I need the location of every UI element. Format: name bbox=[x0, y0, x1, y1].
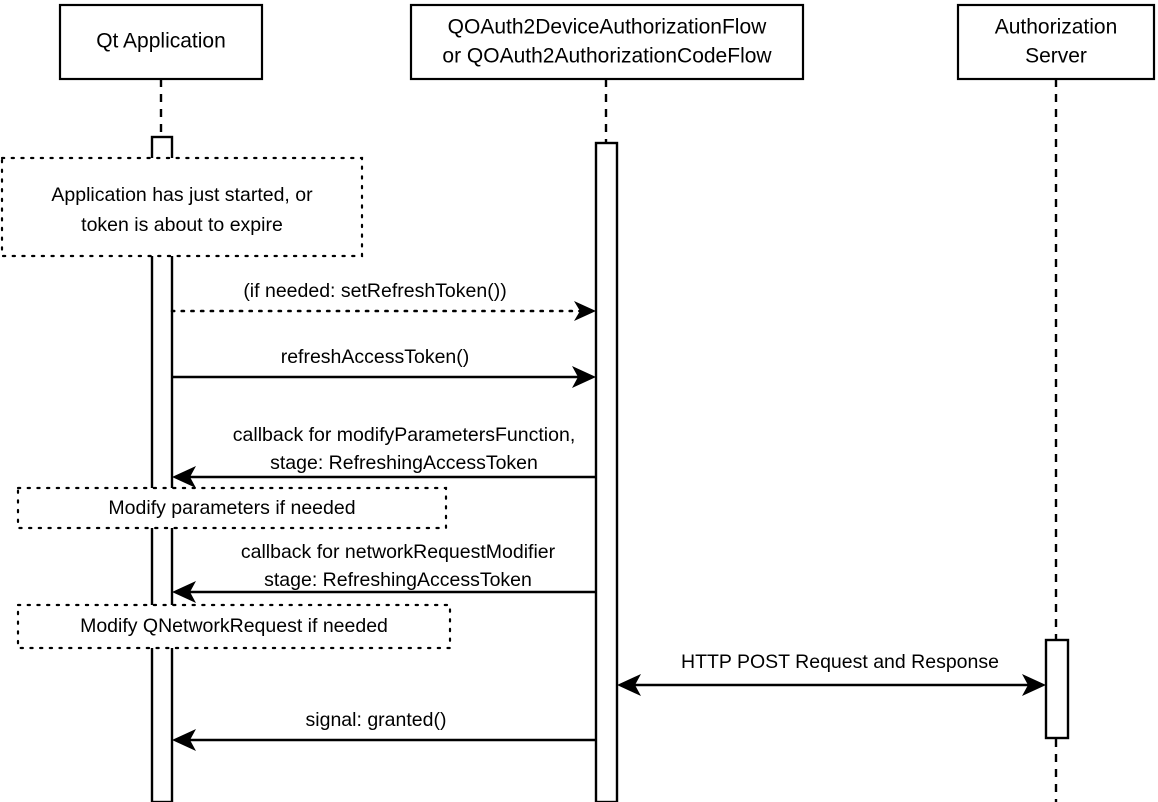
note-box-modify-request bbox=[16, 603, 452, 650]
notes-text-layer: Application has just started, or token i… bbox=[51, 184, 388, 637]
message-label-set-refresh-token: (if needed: setRefreshToken()) bbox=[243, 280, 506, 302]
message-signal-granted bbox=[172, 729, 596, 751]
message-label-signal-granted: signal: granted() bbox=[306, 709, 447, 731]
note-text-modify-request: Modify QNetworkRequest if needed bbox=[80, 615, 388, 637]
participant-label-authorization-server-line2: Server bbox=[1025, 45, 1087, 68]
note-box-app-started bbox=[0, 156, 364, 258]
message-label-callback-network-request-modifier-line2: stage: RefreshingAccessToken bbox=[264, 569, 532, 591]
arrowhead-set-refresh-token bbox=[574, 301, 596, 321]
message-label-refresh-access-token: refreshAccessToken() bbox=[281, 346, 470, 368]
participant-authorization-server[interactable]: Authorization Server bbox=[956, 3, 1156, 81]
arrowhead-http-post-left bbox=[617, 674, 641, 696]
participant-label-oauth-flow-line1: QOAuth2DeviceAuthorizationFlow bbox=[448, 16, 767, 39]
arrowhead-callback-network-request-modifier bbox=[172, 581, 196, 603]
arrowhead-http-post-right bbox=[1022, 674, 1046, 696]
participant-box-authorization-server bbox=[956, 3, 1156, 81]
note-text-modify-parameters: Modify parameters if needed bbox=[108, 497, 355, 519]
arrowhead-callback-modify-parameters bbox=[172, 466, 196, 488]
message-callback-modify-parameters bbox=[172, 466, 596, 488]
participant-oauth-flow[interactable]: QOAuth2DeviceAuthorizationFlow or QOAuth… bbox=[409, 3, 805, 81]
participant-box-oauth-flow bbox=[409, 3, 805, 81]
participant-label-authorization-server-line1: Authorization bbox=[995, 16, 1118, 39]
activation-oauth-flow bbox=[594, 141, 619, 802]
messages-layer bbox=[170, 301, 1046, 751]
notes-layer bbox=[0, 156, 452, 650]
participant-qt-application[interactable]: Qt Application bbox=[58, 3, 264, 81]
message-labels-layer: (if needed: setRefreshToken()) refreshAc… bbox=[233, 280, 999, 731]
note-text-app-started-line2: token is about to expire bbox=[81, 214, 283, 236]
message-refresh-access-token bbox=[172, 366, 596, 388]
message-http-post bbox=[617, 674, 1046, 696]
activation-authorization-server bbox=[1044, 638, 1070, 740]
message-label-callback-network-request-modifier-line1: callback for networkRequestModifier bbox=[241, 541, 556, 563]
note-text-app-started-line1: Application has just started, or bbox=[51, 184, 313, 206]
message-set-refresh-token bbox=[170, 301, 596, 321]
arrowhead-signal-granted bbox=[172, 729, 196, 751]
arrowhead-refresh-access-token bbox=[572, 366, 596, 388]
participant-box-qt-application bbox=[58, 3, 264, 81]
message-label-callback-modify-parameters-line1: callback for modifyParametersFunction, bbox=[233, 424, 575, 446]
message-callback-network-request-modifier bbox=[172, 581, 596, 603]
participant-label-qt-application: Qt Application bbox=[96, 30, 226, 53]
participant-label-oauth-flow-line2: or QOAuth2AuthorizationCodeFlow bbox=[442, 45, 772, 68]
message-label-callback-modify-parameters-line2: stage: RefreshingAccessToken bbox=[270, 452, 538, 474]
note-box-modify-parameters bbox=[16, 486, 448, 530]
participants-layer: Qt Application QOAuth2DeviceAuthorizatio… bbox=[58, 3, 1156, 81]
message-label-http-post: HTTP POST Request and Response bbox=[681, 651, 999, 673]
